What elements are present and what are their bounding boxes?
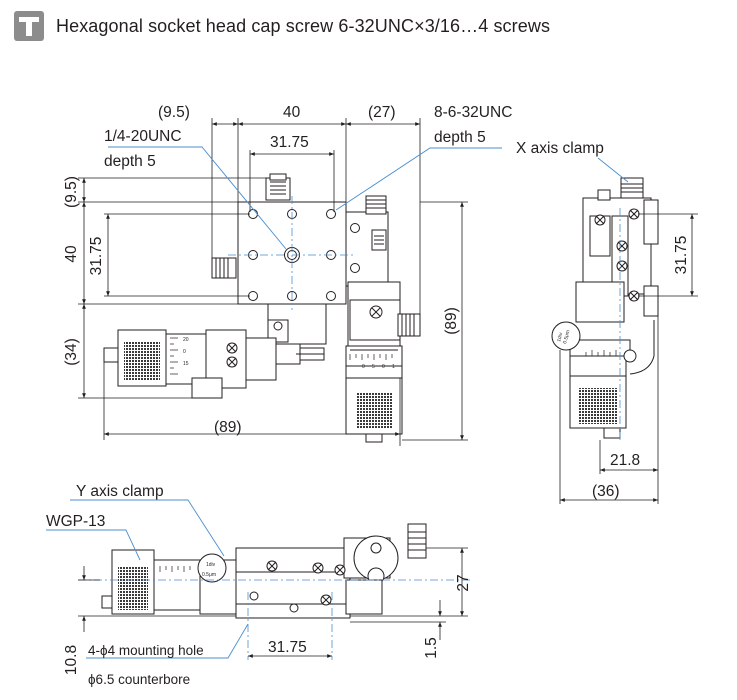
dim-right-height: (89) <box>443 307 460 335</box>
dim-side-pitch: 31.75 <box>673 236 690 275</box>
dim-side-offset: 21.8 <box>610 452 640 469</box>
callout-center-hole-depth: depth 5 <box>104 153 156 170</box>
wgp-13-label: WGP-13 <box>46 513 105 530</box>
dim-left-height: 10.8 <box>63 645 80 675</box>
svg-text:0.5μm: 0.5μm <box>562 329 571 344</box>
dim-top-width: 40 <box>283 104 301 121</box>
callout-mount-hole: 4-ϕ4 mounting hole <box>88 643 204 658</box>
y-axis-clamp-label: Y axis clamp <box>76 483 164 500</box>
svg-text:0: 0 <box>362 364 365 370</box>
dim-hole-pitch-h: 31.75 <box>270 134 309 151</box>
dim-base-offset: 1.5 <box>423 637 440 659</box>
header-title: Hexagonal socket head cap screw 6-32UNC×… <box>56 15 551 36</box>
svg-text:0: 0 <box>382 364 385 370</box>
side-view-dims <box>559 213 698 504</box>
top-view-dims <box>78 118 468 446</box>
dim-lower-height: (34) <box>63 338 80 366</box>
svg-text:15: 15 <box>183 361 189 367</box>
svg-text:5: 5 <box>372 364 375 370</box>
svg-text:1div: 1div <box>206 562 216 568</box>
dim-base-pitch: 31.75 <box>268 639 307 656</box>
dim-front-height: 27 <box>455 574 472 591</box>
side-view-labels: X axis clamp 31.75 21.8 (36) 1div 0.5μm <box>516 140 690 500</box>
front-view <box>101 523 427 619</box>
dim-height: 40 <box>63 245 80 263</box>
side-view <box>551 177 659 439</box>
dim-top-left-gap: (9.5) <box>158 104 190 121</box>
callout-tapped-holes: 8-6-32UNC <box>434 104 512 121</box>
dim-side-width: (36) <box>592 483 620 500</box>
svg-text:0: 0 <box>183 349 186 355</box>
top-view <box>103 173 421 443</box>
header: Hexagonal socket head cap screw 6-32UNC×… <box>14 10 550 42</box>
svg-text:0.5μm: 0.5μm <box>202 572 216 578</box>
front-view-labels: Y axis clamp WGP-13 27 31.75 1.5 10.8 4-… <box>46 483 472 687</box>
dim-hole-pitch-v: 31.75 <box>88 237 105 276</box>
callout-center-hole: 1/4-20UNC <box>104 128 182 145</box>
front-view-dims <box>78 547 468 658</box>
callout-counterbore: ϕ6.5 counterbore <box>88 672 190 687</box>
dim-left-gap: (9.5) <box>63 176 80 208</box>
screw-icon <box>14 11 44 41</box>
callout-tapped-holes-depth: depth 5 <box>434 129 486 146</box>
svg-text:20: 20 <box>183 337 189 343</box>
top-view-labels: (9.5) 40 (27) 31.75 1/4-20UNC depth 5 8-… <box>63 104 512 436</box>
svg-text:1: 1 <box>392 364 395 370</box>
dim-top-right-gap: (27) <box>368 104 396 121</box>
x-axis-clamp-label: X axis clamp <box>516 140 604 157</box>
dim-bottom-width: (89) <box>214 419 242 436</box>
svg-text:1div: 1div <box>556 332 564 343</box>
